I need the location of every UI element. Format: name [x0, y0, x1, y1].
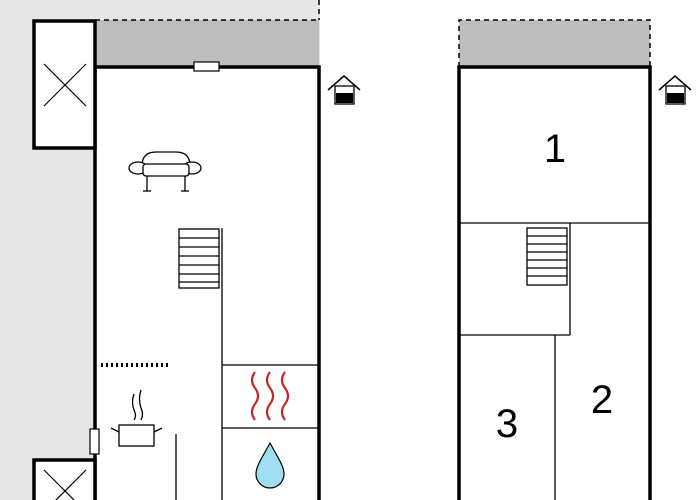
ground-floor: [0, 0, 361, 500]
stairs-icon: [178, 228, 220, 289]
side-door-marker: [89, 428, 100, 455]
window-x-icon: [32, 19, 97, 150]
upper-terrace-edge: [458, 19, 651, 67]
sofa-icon: [128, 151, 202, 192]
window-x-icon: [32, 458, 97, 500]
room-label-1: 1: [544, 127, 566, 171]
upper-terrace: [459, 20, 650, 67]
room-label-3: 3: [496, 402, 518, 446]
top-door-marker: [193, 61, 220, 72]
house-entrance-icon: [658, 75, 692, 105]
stairs-icon: [526, 227, 568, 286]
room-label-2: 2: [591, 378, 613, 422]
heating-icon: [250, 371, 290, 421]
house-entrance-icon: [327, 75, 361, 105]
upper-floor-walls: [457, 65, 652, 500]
water-drop-icon: [255, 441, 285, 489]
cooking-pot-icon: [110, 389, 163, 447]
upper-floor: 1 2 3: [457, 19, 692, 500]
terrace: [95, 20, 319, 67]
